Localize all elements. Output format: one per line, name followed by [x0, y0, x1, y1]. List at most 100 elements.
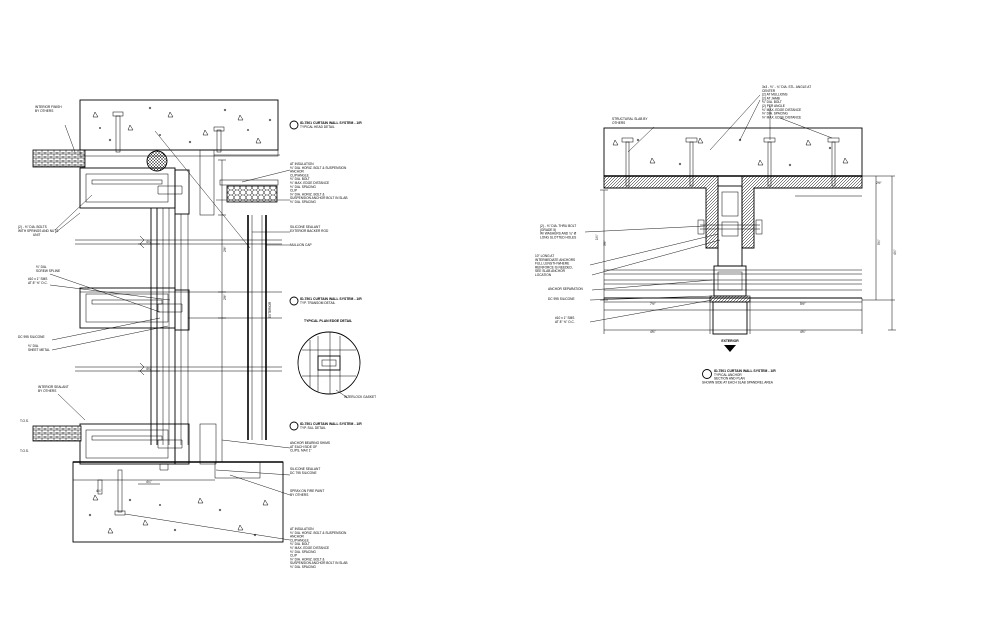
label-line: ⅜" DIA. HORIZ. BOLT & SUSPENSION — [290, 166, 347, 170]
left-vertical-section — [32, 99, 361, 543]
label-line: T.O.S. — [20, 449, 29, 453]
detail-bubble — [289, 296, 299, 306]
transom-unit — [79, 287, 282, 331]
dimension-text: 5½" — [800, 302, 806, 306]
label-line: SCREW SPLINE — [36, 269, 60, 273]
bottom-concrete-slab — [72, 461, 284, 543]
transom-lines — [75, 235, 282, 376]
label-line: ⅜" DIA. — [28, 344, 39, 348]
label-line: SEE SLAB ANCHOR — [535, 269, 566, 273]
dimension-text: 4¼" — [146, 480, 152, 484]
detail-tag-line: TYPICAL HEAD DETAIL — [300, 125, 335, 129]
label-sheet-metal: ⅜" DIA.SHEET METAL — [28, 344, 50, 352]
label-line: ⅜" MAX. EDGE DISTANCE — [290, 546, 329, 550]
label-line: BY OTHERS — [290, 493, 308, 497]
label-line: ANCHOR BEARING SHIMS — [290, 441, 330, 445]
sill-unit — [32, 423, 217, 471]
steel-angle-anchors — [603, 175, 863, 267]
detail-tag-line: TYPICAL PLAN EDGE DETAIL — [304, 319, 352, 323]
detail-tag-line: SECTION AND PLAN — [714, 377, 746, 381]
label-interlock-gasket: INTERLOCK GASKET — [344, 395, 376, 399]
label-line: ⅜" DIA. HORIZ. BOLT & SUSPENSION — [290, 531, 347, 535]
label-line: ⅜" DIA. SPACING — [290, 550, 316, 554]
dimension-text: 5¼" — [877, 239, 881, 245]
label-line: ⅜" MAX. EDGE DISTANCE — [762, 108, 801, 112]
label-line: AT EACH SIDE OF — [290, 445, 317, 449]
detail-tag-plan-inset: TYPICAL PLAN EDGE DETAIL — [304, 319, 352, 323]
right-dimensions — [600, 175, 896, 334]
dimension-text: 4⅝" — [650, 330, 656, 334]
label-line: (2) AT JAMB — [762, 96, 780, 100]
label-line: SUSPENSION ANCHOR BOLT IN SLAB — [290, 196, 347, 200]
label-line: LONG SLOTTED HOLES — [540, 235, 576, 239]
label-line: ⅜" DIA. HORIZ. BOLT & — [290, 192, 325, 196]
label-line: ⅜" MAX. EDGE DISTANCE — [290, 181, 329, 185]
label-line: REINFORCE IS NEEDED, — [535, 265, 573, 269]
label-line: BY OTHERS — [38, 389, 56, 393]
label-line: ⅜" DIA. BOLT — [762, 100, 782, 104]
dimension-text: 4¼" — [893, 249, 897, 255]
label-line: AT INSULATION — [290, 527, 314, 531]
label-line: CLIP — [290, 554, 297, 558]
label-anchor-separation: ANCHOR SEPARATION — [548, 287, 583, 291]
label-line: #10 x 1" SMS — [555, 316, 574, 320]
label-line: CLIP — [290, 189, 297, 193]
label-line: ⅜" DIA. BOLT — [290, 542, 310, 546]
label-line: SHEET METAL — [28, 348, 50, 352]
label-line: STRUCTURAL SLAB BY — [612, 117, 648, 121]
dimension-text: 7½" — [650, 302, 656, 306]
dimension-text: 2½" — [223, 246, 227, 252]
label-line: ⅜" DIA. HORIZ. BOLT & — [290, 557, 325, 561]
dimension-text: 4¼" — [146, 367, 152, 371]
label-line: (2) - ⅜" DIA. THRU BOLT — [540, 224, 576, 228]
detail-tag-line: TYP. TRANSOM DETAIL — [300, 301, 335, 305]
label-line: SILICONE SEALANT — [290, 467, 320, 471]
label-line: SILICONE SEALANT — [290, 225, 320, 229]
detail-tag-head: ID-7501 CURTAIN WALL SYSTEM - 1/RTYPICAL… — [289, 120, 362, 130]
label-line: ⅜" DIA. BOLT — [290, 177, 310, 181]
label-line: T.O.S. — [20, 419, 29, 423]
left-leaders — [49, 124, 349, 541]
detail-tag-line: SHOWN SIDE AT EACH SLAB SPANDREL AREA — [702, 380, 774, 384]
label-line: AT 8" ⅜" O.C. — [28, 281, 48, 285]
label-line: ANCHOR SEPARATION — [548, 287, 583, 291]
label-line: MULLION CAP — [290, 243, 312, 247]
label-line: CLIP/ANGLE — [290, 538, 309, 542]
head-assembly — [79, 149, 280, 216]
detail-tag-line: ID-7501 CURTAIN WALL SYSTEM - 1/R — [714, 369, 776, 373]
label-line: SPRAY-ON FIRE PAINT — [290, 489, 324, 493]
label-line: 3x3 - ⅜" - ¾" DIA. STL. ANGLE AT — [762, 85, 811, 89]
label-exterior: EXTERIOR — [721, 339, 739, 343]
label-thru-bolt: (2) - ⅜" DIA. THRU BOLT(GRADE 5)W/ WASHE… — [540, 224, 577, 239]
label-tos-top: T.O.S. — [20, 419, 29, 423]
curtain-wall-frame — [604, 265, 862, 335]
label-line: DC 795 SILICONE — [290, 471, 317, 475]
label-screw-spline: ⅜" DIA.SCREW SPLINE — [36, 265, 60, 273]
dimension-text: 2½" — [223, 294, 227, 300]
label-line: ⅜" DIA. — [36, 265, 47, 269]
detail-tag-line: ID-7501 CURTAIN WALL SYSTEM - 1/R — [300, 121, 362, 125]
label-line: ANCHOR — [290, 170, 305, 174]
label-line: CENTER — [762, 89, 776, 93]
label-line: EXTERIOR BACKER ROD — [290, 229, 329, 233]
label-line: W/ WASHERS AND ¾" Ø — [540, 232, 577, 236]
label-line: LOCATION — [535, 273, 552, 277]
exterior-marker — [724, 345, 736, 352]
label-line: WITH SPRINGS AND NUTS — [18, 229, 58, 233]
dimension-text: 4¼" — [96, 489, 102, 493]
right-anchor-section — [584, 94, 896, 352]
